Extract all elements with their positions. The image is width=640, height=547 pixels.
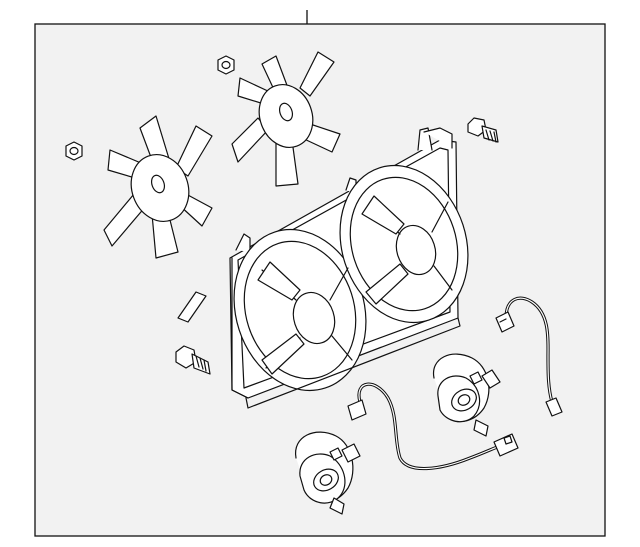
right-fan-blade <box>231 51 341 187</box>
fan-shroud-assembly <box>229 127 469 409</box>
left-fan-blade <box>103 115 213 259</box>
right-fan-motor <box>432 353 501 437</box>
upper-mounting-bolt <box>467 117 499 143</box>
upper-nut <box>217 55 235 75</box>
right-motor-harness <box>495 296 563 417</box>
foam-seal <box>177 291 207 323</box>
left-fan-motor <box>295 431 361 515</box>
left-nut <box>65 141 83 161</box>
lower-mounting-bolt <box>175 345 211 375</box>
left-motor-harness <box>347 382 519 471</box>
